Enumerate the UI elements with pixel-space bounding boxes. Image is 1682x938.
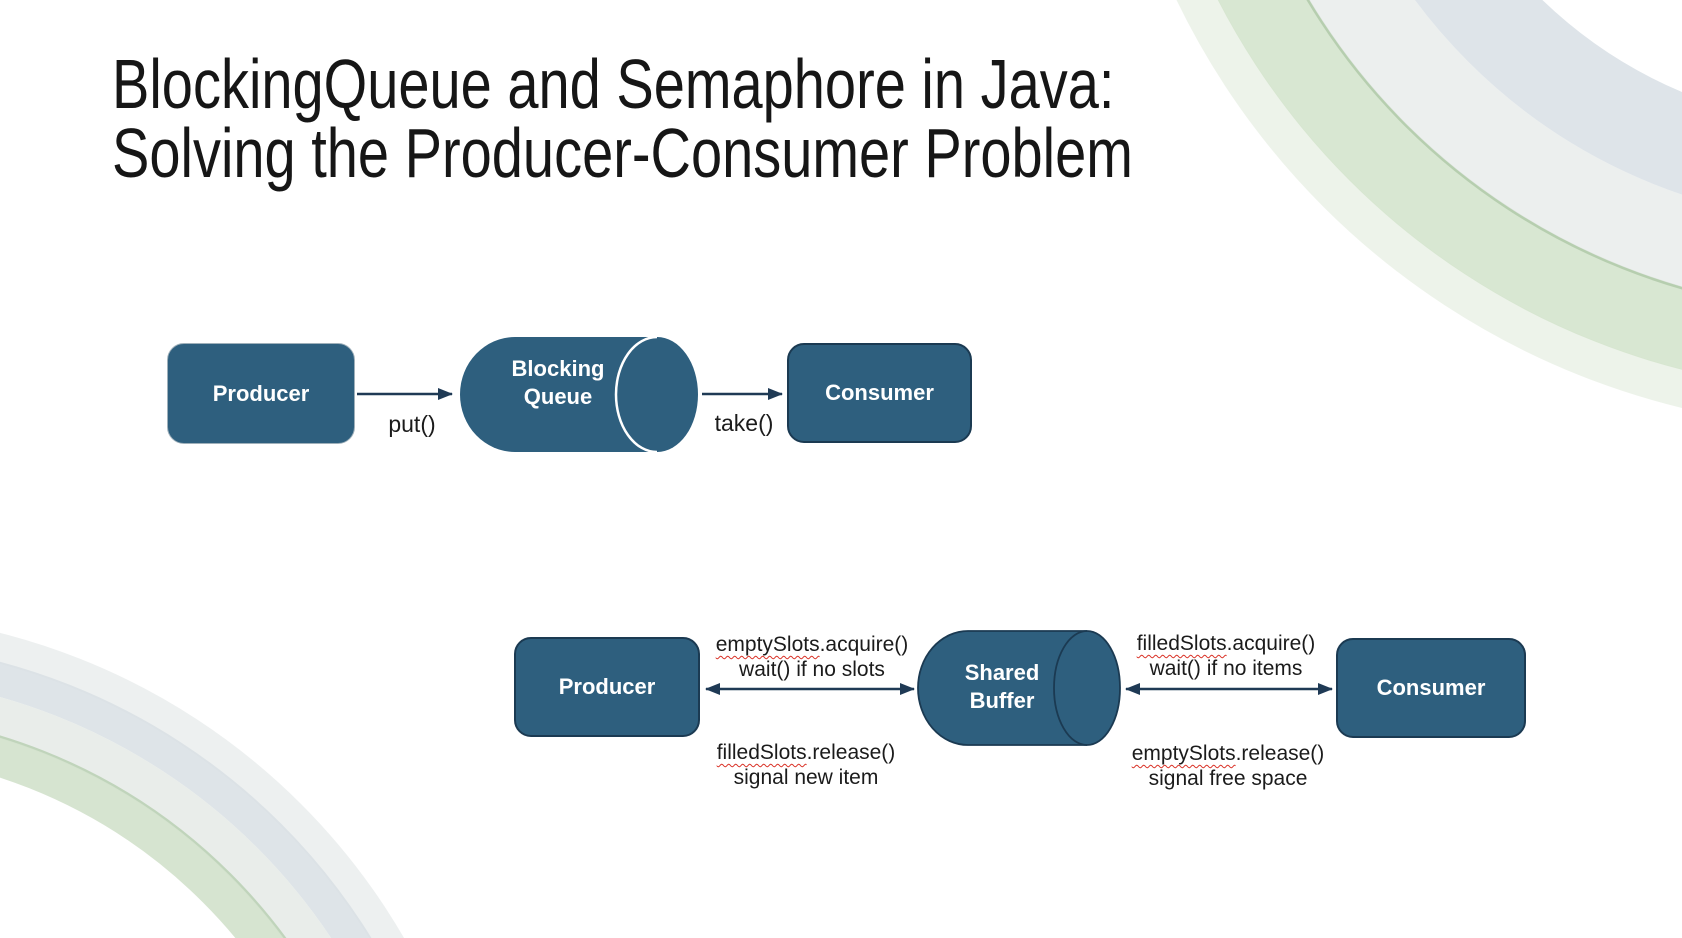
producer-box-1: Producer [167,343,355,444]
misspelled-word: emptySlots [1131,742,1236,765]
consumer-box-1-label: Consumer [825,380,934,405]
shared-buffer-label: Shared Buffer [964,660,1040,713]
take-label: take() [714,410,774,436]
label-empty-slots-acquire: emptySlots.acquire() wait() if no slots [715,633,909,681]
cylinder-rim-line [614,335,658,454]
producer-box-2-label: Producer [558,674,656,699]
consumer-box-1: Consumer [787,343,972,443]
slide-title: BlockingQueue and Semaphore in Java: Sol… [112,45,1472,192]
slide-title-line1: BlockingQueue and Semaphore in Java: [112,45,1115,123]
blocking-queue-label: Blocking Queue [511,356,605,409]
slide-title-line2: Solving the Producer-Consumer Problem [112,114,1133,192]
misspelled-word: filledSlots [1136,632,1227,655]
consumer-box-2-label: Consumer [1376,675,1486,700]
cylinder-rim-line [1053,630,1088,746]
corner-ring-bottom-left [0,633,404,938]
misspelled-word: filledSlots [716,741,807,764]
consumer-box-2: Consumer [1336,638,1526,738]
misspelled-word: emptySlots [715,633,820,656]
producer-box-2: Producer [514,637,700,737]
put-label: put() [388,411,436,437]
blocking-queue-cylinder [459,335,698,454]
label-empty-slots-release: emptySlots.release() signal free space [1131,742,1325,790]
label-filled-slots-release: filledSlots.release() signal new item [716,741,896,789]
producer-box-1-label: Producer [212,380,310,406]
shared-buffer-cylinder [917,630,1121,746]
label-filled-slots-acquire: filledSlots.acquire() wait() if no items [1136,632,1316,680]
